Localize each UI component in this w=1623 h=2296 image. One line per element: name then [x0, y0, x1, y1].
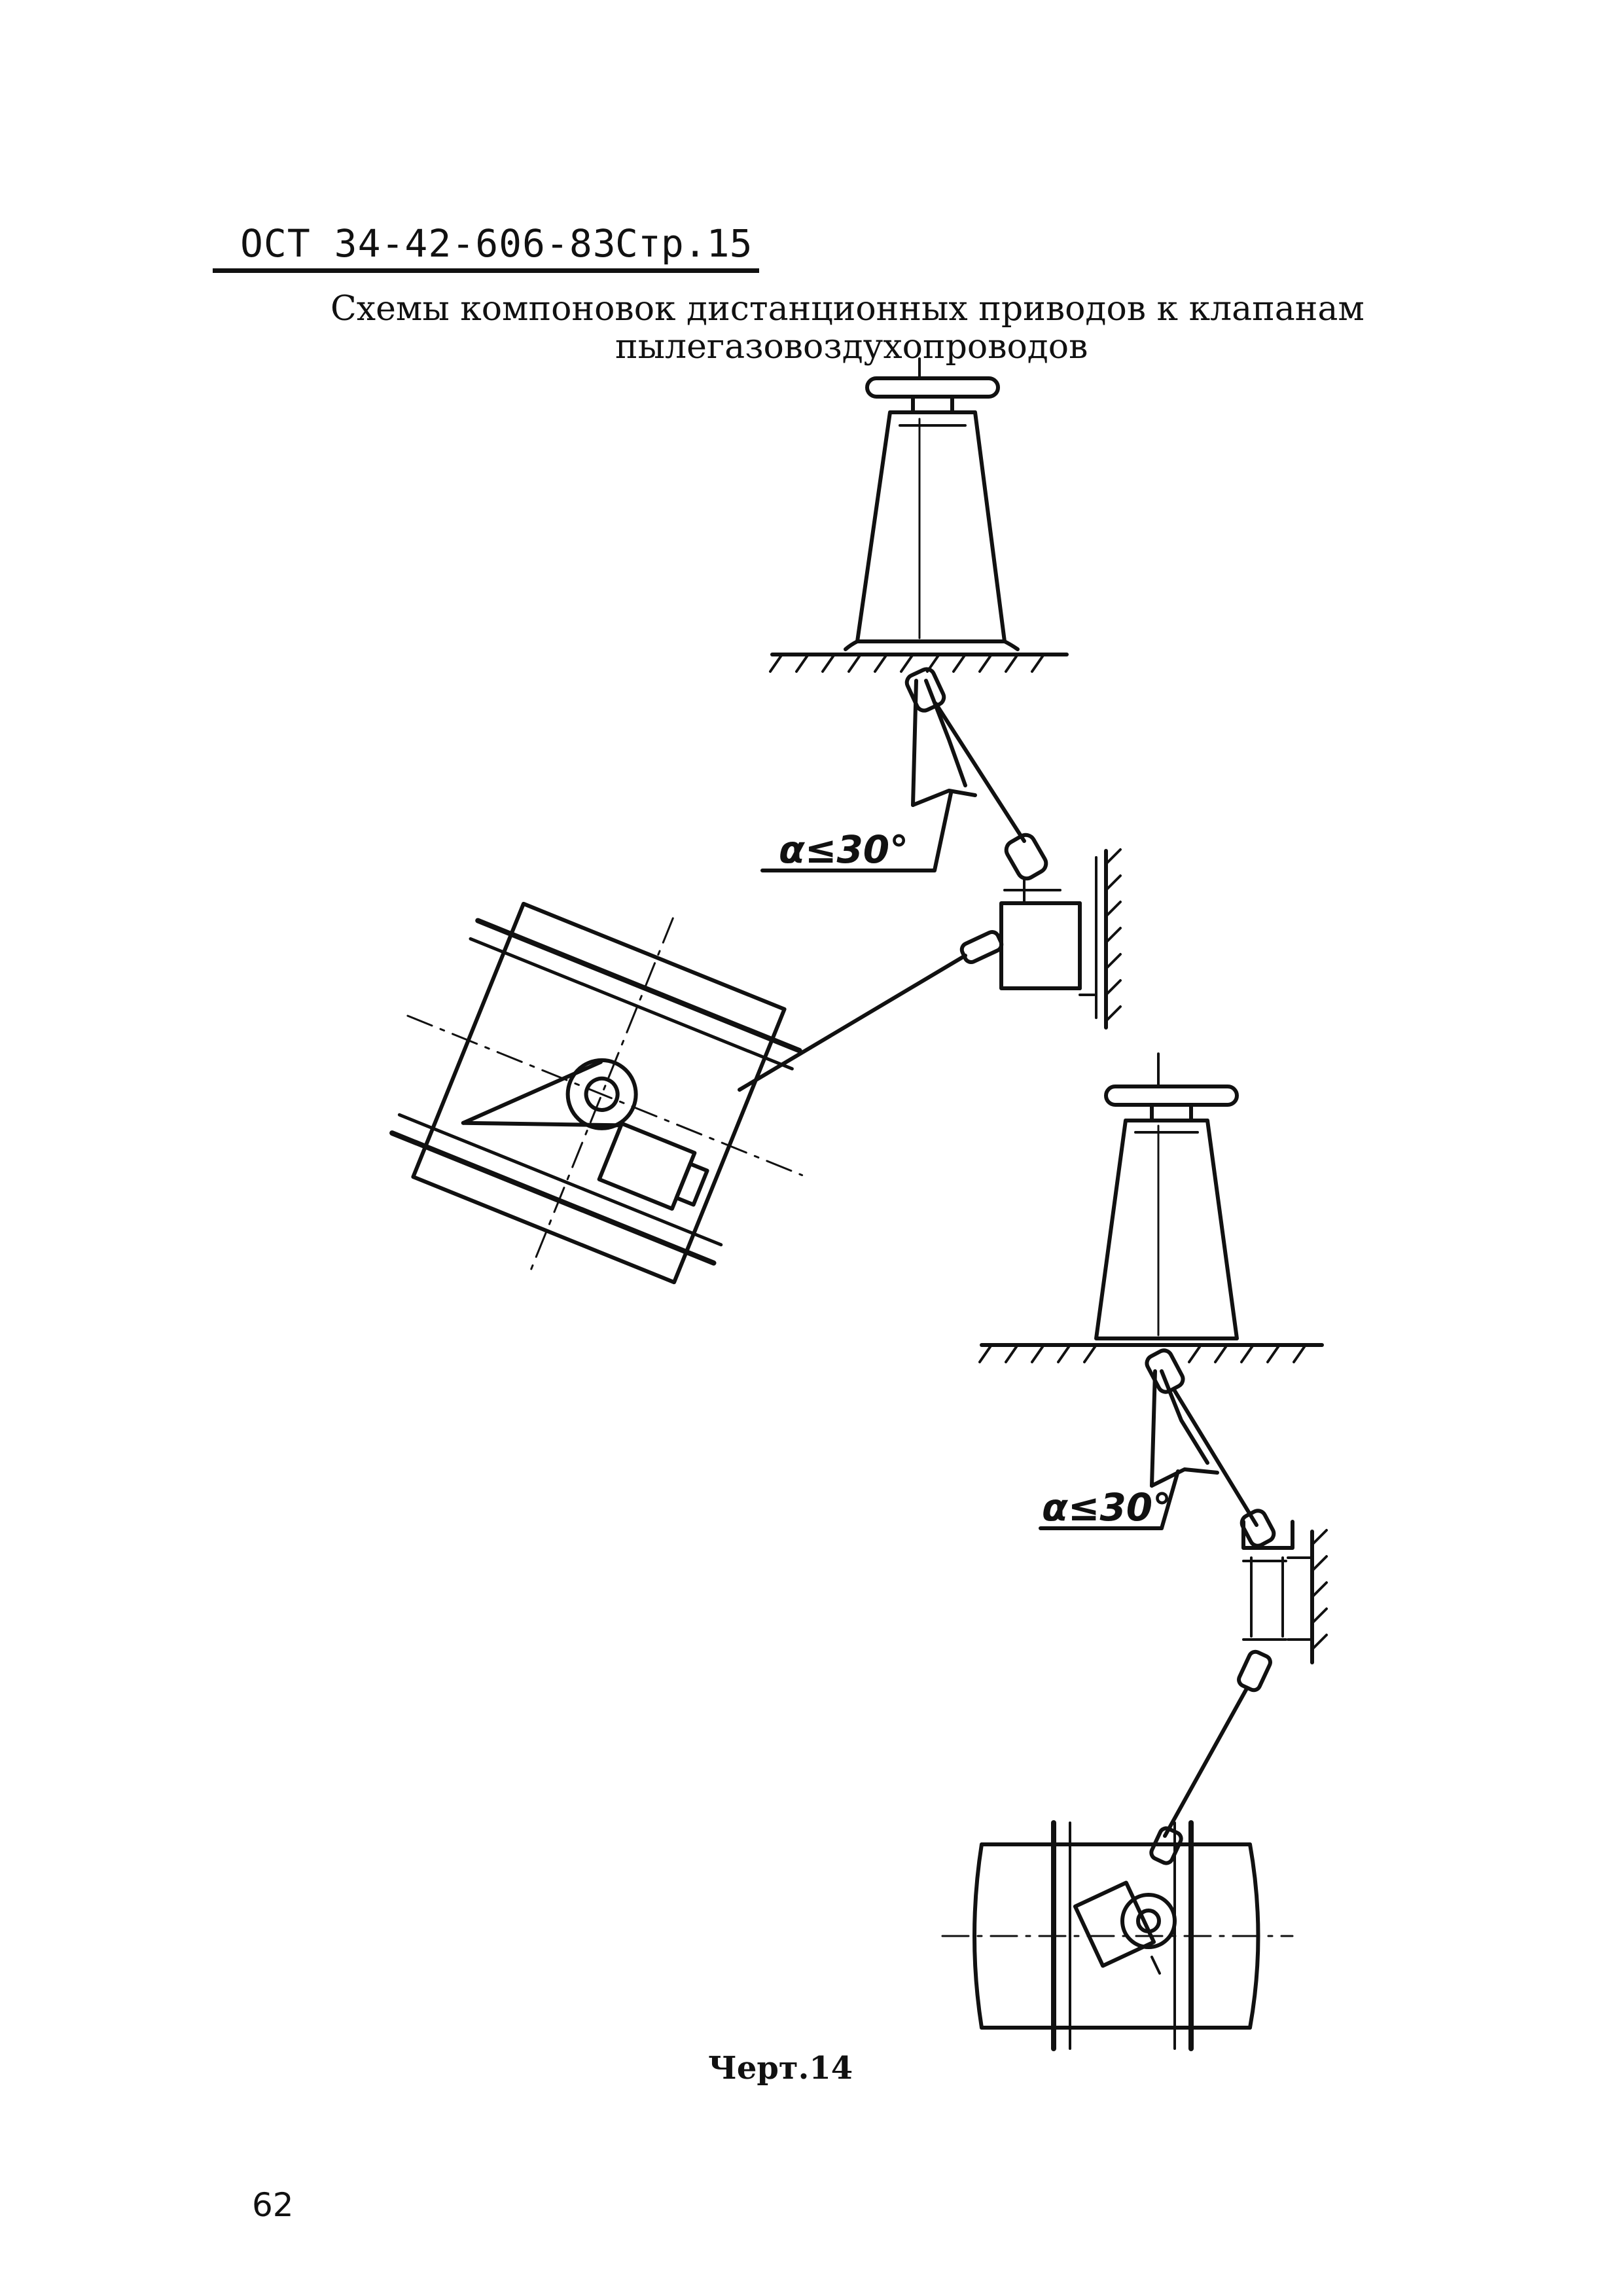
- figure-title-line1: Схемы компоновок дистанционных приводов …: [330, 289, 1364, 329]
- lower-floor-line: [978, 1343, 1324, 1363]
- lower-drive-column: [1094, 1052, 1239, 1340]
- upper-cardan-shaft: [760, 667, 1048, 881]
- lower-cardan-shaft: [1039, 1348, 1276, 1548]
- upper-floor-line: [769, 653, 1069, 673]
- angle-label-upper-text: α≤30°: [779, 827, 908, 872]
- upper-drive-column: [844, 357, 1020, 651]
- angle-label-lower-text: α≤30°: [1042, 1485, 1171, 1530]
- horizontal-valve: [941, 1820, 1294, 2051]
- page-reference: Стр.15: [615, 221, 753, 266]
- rotated-valve: [389, 901, 804, 1285]
- figure-caption: Черт.14: [708, 2050, 853, 2087]
- header-underline: [213, 268, 759, 273]
- standard-code: ОСТ 34-42-606-83: [240, 221, 616, 266]
- angle-label-lower: α≤30°: [1042, 1485, 1171, 1530]
- angle-label-upper: α≤30°: [779, 827, 908, 872]
- upper-drive-link: [738, 954, 967, 1092]
- page-number: 62: [252, 2186, 294, 2224]
- figure-title-line2: пылегазовоздухопроводов: [615, 327, 1088, 367]
- upper-wall-bracket: [959, 848, 1122, 1030]
- lower-drive-link: [1149, 1687, 1249, 1865]
- lower-wall-bracket: [1237, 1520, 1328, 1693]
